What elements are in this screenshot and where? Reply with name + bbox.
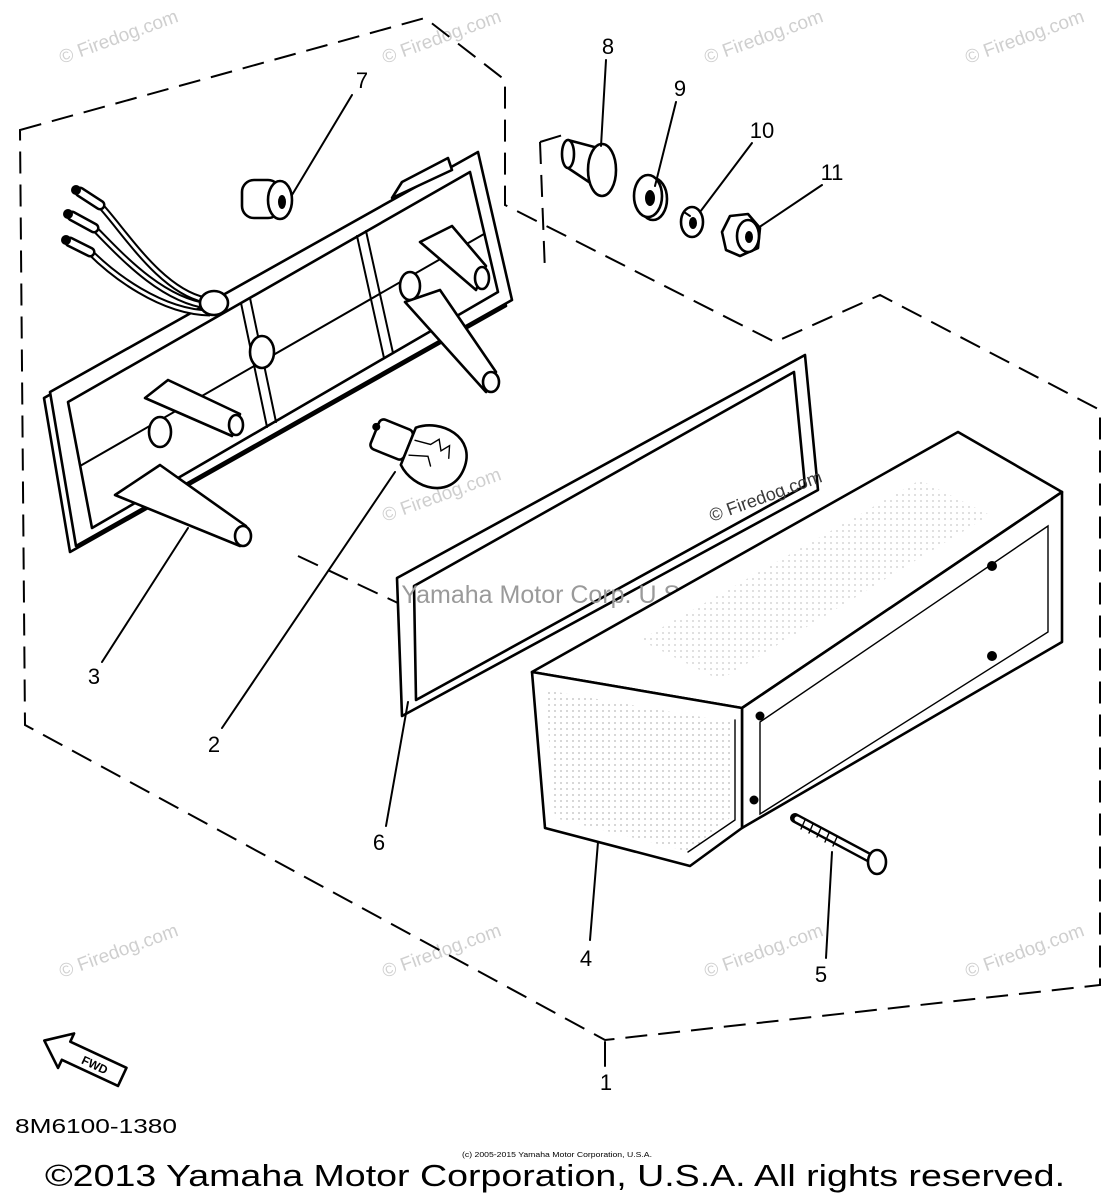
callout-10: 10 xyxy=(750,118,774,143)
leader-line-6 xyxy=(385,701,409,827)
tail-lamp-housing xyxy=(42,150,514,554)
watermark-firedog: © Firedog.com xyxy=(380,6,505,68)
lens-inner-rim xyxy=(759,524,1049,816)
gasket-inner xyxy=(412,370,807,702)
leader-line-3 xyxy=(101,527,189,663)
hardware-boundary-dashed xyxy=(539,133,567,273)
callout-11: 11 xyxy=(821,160,844,185)
mounting-boss-tip xyxy=(233,524,253,548)
watermark-firedog: © Firedog.com xyxy=(57,6,182,68)
harness-grommet xyxy=(198,289,230,317)
collar xyxy=(560,138,618,198)
leader-line-11 xyxy=(757,184,823,229)
callout-7: 7 xyxy=(356,68,368,93)
wire-terminal-core xyxy=(67,189,103,255)
lock-washer xyxy=(679,205,705,239)
lens-mount-hole xyxy=(987,561,997,571)
mounting-boss-tip xyxy=(473,265,491,291)
bulb-socket xyxy=(248,334,276,370)
leader-line-4 xyxy=(589,841,599,941)
terminal-tip xyxy=(63,209,73,219)
leader-line-5 xyxy=(825,851,833,959)
assembly-boundary-dashed xyxy=(18,16,1101,1042)
assembly-boundary xyxy=(18,16,1101,1042)
watermark-firedog: © Firedog.com xyxy=(963,920,1088,982)
wire-core xyxy=(92,226,209,308)
forward-arrow: FWD xyxy=(43,1032,128,1088)
mounting-boss-tip xyxy=(481,370,501,394)
watermark-firedog: © Firedog.com xyxy=(57,920,182,982)
watermark-firedog: © Firedog.com xyxy=(380,920,505,982)
lens-mount-hole xyxy=(987,651,997,661)
gasket xyxy=(395,353,820,718)
leader-line-10 xyxy=(699,142,753,213)
washer-hole xyxy=(645,190,655,206)
callout-6: 6 xyxy=(373,830,385,855)
screw-shaft-core xyxy=(794,816,871,860)
watermark-firedog: © Firedog.com xyxy=(702,6,827,68)
wire-core xyxy=(98,203,206,302)
bulb-socket xyxy=(147,415,173,449)
lens-edge-detail xyxy=(687,719,736,853)
callout-8: 8 xyxy=(602,34,614,59)
grommet-hole xyxy=(278,195,286,209)
bulb-socket xyxy=(398,270,422,302)
mounting-boss xyxy=(403,288,498,394)
leader-line-8 xyxy=(600,59,607,147)
callout-2: 2 xyxy=(208,732,220,757)
lens-mount-hole xyxy=(755,711,765,721)
mounting-boss xyxy=(418,224,488,292)
leader-line-2 xyxy=(221,471,396,729)
callout-1: 1 xyxy=(600,1070,612,1095)
callout-3: 3 xyxy=(88,664,100,689)
mounting-boss-tip xyxy=(227,413,245,437)
lens xyxy=(530,430,1064,868)
nut-hole xyxy=(745,231,753,243)
watermark-firedog: © Firedog.com xyxy=(963,6,1088,68)
lock-washer-split xyxy=(683,211,691,217)
bulb-pin xyxy=(372,422,381,431)
callout-labels: 1 2 3 4 5 6 7 8 9 10 11 xyxy=(88,34,844,1095)
lens-texture xyxy=(640,480,990,680)
callout-9: 9 xyxy=(674,76,686,101)
grommet xyxy=(240,178,294,221)
callout-5: 5 xyxy=(815,962,827,987)
lock-washer-hole xyxy=(689,217,697,229)
callout-4: 4 xyxy=(580,946,592,971)
nut xyxy=(720,212,762,258)
washer xyxy=(632,173,669,222)
drawing-code: 8M6100-1380 xyxy=(15,1116,177,1138)
bulb-filament xyxy=(408,438,451,467)
leader-line-7 xyxy=(291,94,353,196)
watermark-firedog: © Firedog.com xyxy=(702,920,827,982)
screw xyxy=(790,813,888,876)
collar-shank-end xyxy=(560,138,576,170)
lens-texture xyxy=(545,690,730,852)
mounting-boss xyxy=(143,378,242,438)
wiring-harness xyxy=(61,185,230,317)
housing-partition xyxy=(356,230,394,359)
lens-mount-hole xyxy=(749,795,759,805)
callout-leaders xyxy=(101,59,833,1067)
screw-thread xyxy=(800,819,838,847)
screw-head xyxy=(866,848,888,876)
collar-flange xyxy=(586,142,618,198)
bulb xyxy=(369,418,468,490)
small-copyright: (c) 2005-2015 Yamaha Motor Corporation, … xyxy=(462,1150,652,1159)
terminal-tip xyxy=(61,235,71,245)
forward-arrow-icon xyxy=(43,1032,128,1088)
terminal-tip xyxy=(71,185,81,195)
wire-core xyxy=(88,250,211,315)
leader-line-9 xyxy=(654,101,677,187)
copyright-notice: ©2013 Yamaha Motor Corporation, U.S.A. A… xyxy=(45,1158,1065,1193)
housing-top-tab xyxy=(390,156,454,200)
housing-ledge xyxy=(79,233,485,467)
alignment-dashed-line xyxy=(297,555,401,605)
